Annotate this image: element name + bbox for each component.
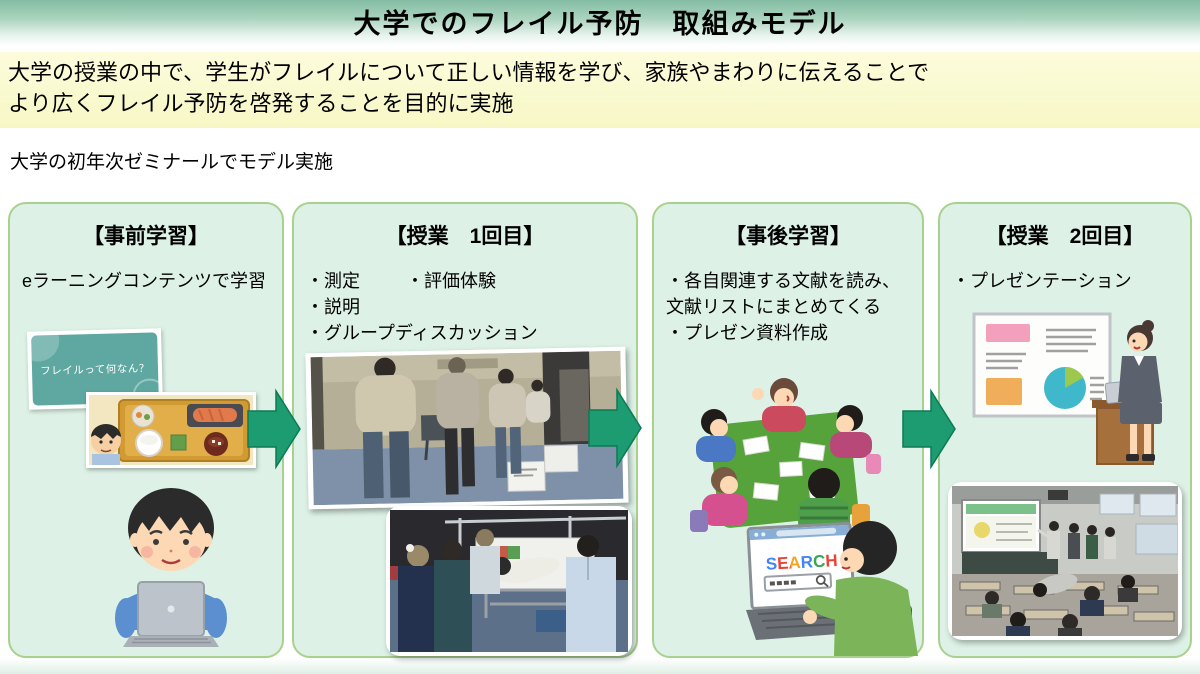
panel-item: ・プレゼンテーション <box>952 271 1132 291</box>
flow-arrow-icon <box>247 388 301 470</box>
panel-item: ・評価体験 <box>406 271 496 291</box>
web-search-illustration: SEARCH <box>746 521 918 656</box>
panel-title: 【授業 2回目】 <box>985 225 1145 248</box>
panel-post-learning: 【事後学習】 ・各自関連する文献を読み、文献リストにまとめてくる ・プレゼン資料… <box>652 202 924 658</box>
panel-item: ・測定 <box>306 271 360 291</box>
purpose-box: 大学の授業の中で、学生がフレイルについて正しい情報を学び、家族やまわりに伝えるこ… <box>0 52 1200 128</box>
flow-arrow-icon <box>588 387 642 469</box>
panel-item: ・説明 <box>306 297 360 317</box>
panel-items: ・プレゼンテーション <box>940 268 1190 294</box>
boy-with-laptop-illustration <box>115 488 227 647</box>
purpose-line-2: より広くフレイル予防を啓発することを目的に実施 <box>8 91 514 116</box>
elearning-slide-text: フレイルって何なん？ <box>40 362 150 377</box>
bottom-gradient-strip <box>0 658 1200 674</box>
panel-pre-learning: 【事前学習】 eラーニングコンテンツで学習 フレイルって何なん？ <box>8 202 284 658</box>
panel-items: ・各自関連する文献を読み、文献リストにまとめてくる ・プレゼン資料作成 <box>654 268 922 346</box>
flow-arrow-icon <box>902 388 956 470</box>
group-discussion-illustration <box>690 378 881 534</box>
panel-item: ・各自関連する文献を読み、文献リストにまとめてくる <box>666 271 900 317</box>
classroom-presentation-photo <box>948 482 1182 640</box>
header-band: 大学でのフレイル予防 取組みモデル <box>0 0 1200 46</box>
implementation-note: 大学の初年次ゼミナールでモデル実施 <box>10 152 334 173</box>
panel-title: 【事後学習】 <box>725 225 851 248</box>
purpose-line-1: 大学の授業の中で、学生がフレイルについて正しい情報を学び、家族やまわりに伝えるこ… <box>8 60 930 85</box>
panel-items: ・測定 ・評価体験 ・説明 ・グループディスカッション <box>294 268 636 346</box>
panel-title: 【授業 1回目】 <box>385 225 545 248</box>
stepping-exercise-photo <box>305 346 629 510</box>
panel-class-1: 【授業 1回目】 ・測定 ・評価体験 ・説明 ・グループディスカッション <box>292 202 638 658</box>
measurement-equipment-photo <box>386 506 632 656</box>
panel-item: eラーニングコンテンツで学習 <box>22 271 267 291</box>
meal-tray-graphic <box>89 395 253 465</box>
slide-title: 大学でのフレイル予防 取組みモデル <box>353 8 847 39</box>
panel-class-2: 【授業 2回目】 ・プレゼンテーション <box>938 202 1192 658</box>
presentation-illustration <box>972 312 1162 465</box>
panel-title: 【事前学習】 <box>83 225 209 248</box>
meal-tray-illustration <box>86 392 256 468</box>
search-screen-text: SEARCH <box>765 551 838 574</box>
panel-item: ・グループディスカッション <box>306 323 538 343</box>
panel-item: ・プレゼン資料作成 <box>666 323 828 343</box>
